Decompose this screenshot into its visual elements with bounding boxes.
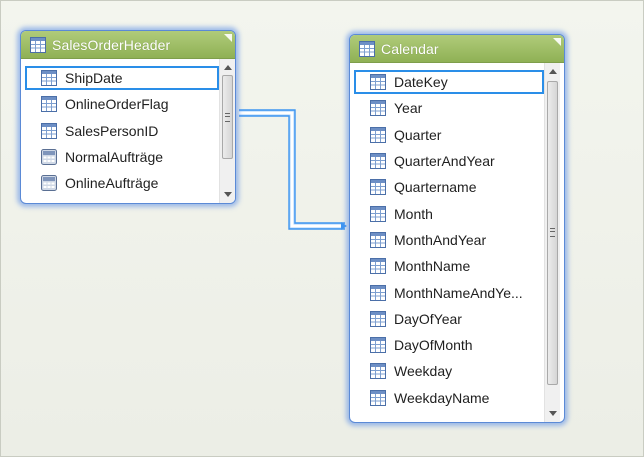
column-item[interactable]: Month — [350, 200, 544, 226]
column-label: Weekday — [394, 363, 453, 380]
column-label: MonthName — [394, 258, 471, 275]
table-header[interactable]: SalesOrderHeader — [21, 31, 235, 59]
column-label: DateKey — [394, 74, 448, 91]
column-label: OnlineAufträge — [65, 175, 159, 192]
column-label: Month — [394, 205, 433, 222]
column-item[interactable]: QuarterAndYear — [350, 148, 544, 174]
column-item[interactable]: OnlineOrderFlag — [21, 91, 219, 117]
column-item[interactable]: DateKey — [350, 69, 544, 95]
table-header[interactable]: Calendar — [350, 35, 564, 63]
column-label: Quartername — [394, 179, 477, 196]
column-item[interactable]: DayOfYear — [350, 306, 544, 332]
calculated-measure-icon — [41, 149, 57, 166]
column-label: MonthAndYear — [394, 231, 487, 248]
table-column-icon — [370, 153, 386, 170]
table-column-icon — [370, 205, 386, 222]
column-item[interactable]: Quartername — [350, 174, 544, 200]
table-column-icon — [370, 310, 386, 327]
column-label: DayOfYear — [394, 310, 462, 327]
resize-corner-icon[interactable] — [224, 34, 232, 42]
table-column-icon — [370, 337, 386, 354]
table-column-icon — [370, 126, 386, 143]
relationship-arrow-icon — [341, 222, 347, 230]
grip-icon — [225, 113, 230, 122]
column-label: MonthNameAndYe... — [394, 284, 523, 301]
scroll-down-arrow-icon[interactable] — [224, 192, 232, 197]
table-title: SalesOrderHeader — [52, 36, 171, 53]
column-item[interactable]: NormalAufträge — [21, 144, 219, 170]
grip-icon — [550, 228, 555, 237]
table-column-icon — [370, 74, 386, 91]
scroll-up-arrow-icon[interactable] — [549, 69, 557, 74]
column-item[interactable]: MonthAndYear — [350, 227, 544, 253]
column-label: SalesPersonID — [65, 122, 159, 139]
scroll-thumb[interactable] — [222, 75, 233, 159]
column-label: NormalAufträge — [65, 149, 164, 166]
column-item[interactable]: SalesPersonID — [21, 118, 219, 144]
column-label: WeekdayName — [394, 389, 490, 406]
table-column-icon — [370, 231, 386, 248]
table-column-icon — [370, 389, 386, 406]
column-item[interactable]: DayOfMonth — [350, 332, 544, 358]
table-column-icon — [41, 122, 57, 139]
column-item[interactable]: Year — [350, 95, 544, 121]
vertical-scrollbar[interactable] — [219, 59, 235, 203]
table-icon — [30, 36, 46, 53]
table-column-icon — [370, 179, 386, 196]
column-label: Year — [394, 100, 423, 117]
scroll-thumb[interactable] — [547, 81, 558, 385]
column-label: Quarter — [394, 126, 442, 143]
table-column-icon — [41, 96, 57, 113]
column-item[interactable]: WeekdayName — [350, 385, 544, 411]
column-item[interactable]: MonthName — [350, 253, 544, 279]
column-item[interactable]: Quarter — [350, 122, 544, 148]
table-column-icon — [41, 70, 57, 87]
column-label: QuarterAndYear — [394, 153, 495, 170]
column-item[interactable]: Weekday — [350, 358, 544, 384]
table-column-icon — [370, 284, 386, 301]
calculated-measure-icon — [41, 175, 57, 192]
table-column-icon — [370, 100, 386, 117]
table-icon — [359, 40, 375, 57]
table-title: Calendar — [381, 40, 439, 57]
table-column-icon — [370, 363, 386, 380]
resize-corner-icon[interactable] — [553, 38, 561, 46]
column-label: ShipDate — [65, 70, 123, 87]
scroll-down-arrow-icon[interactable] — [549, 411, 557, 416]
table-column-icon — [370, 258, 386, 275]
scroll-up-arrow-icon[interactable] — [224, 65, 232, 70]
column-item[interactable]: OnlineAufträge — [21, 170, 219, 196]
column-item[interactable]: MonthNameAndYe... — [350, 279, 544, 305]
column-label: DayOfMonth — [394, 337, 473, 354]
column-label: OnlineOrderFlag — [65, 96, 169, 113]
column-item[interactable]: ShipDate — [21, 65, 219, 91]
vertical-scrollbar[interactable] — [544, 63, 560, 422]
